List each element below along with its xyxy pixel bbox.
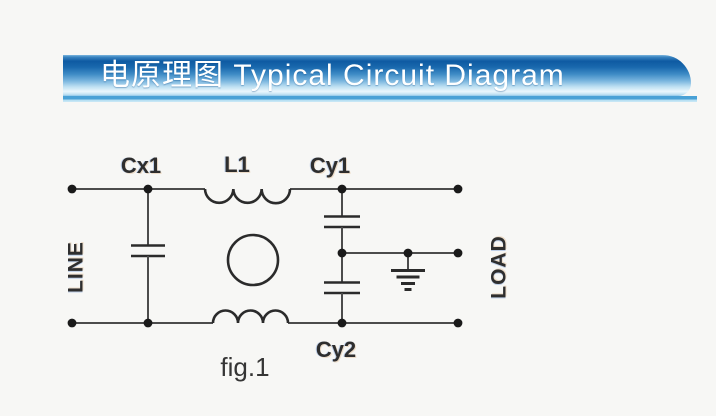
inductor-bottom-winding <box>211 309 290 324</box>
label-cy2: Cy2 <box>316 337 356 362</box>
terminal-dot-load-bottom <box>453 318 463 328</box>
capacitor-cy1 <box>324 189 360 253</box>
figure-caption: fig.1 <box>220 352 269 382</box>
junction-dot <box>403 248 413 258</box>
ground-symbol <box>391 253 425 291</box>
capacitor-cx1 <box>131 189 165 323</box>
junction-dot <box>337 248 347 258</box>
line-label: LINE <box>65 241 88 293</box>
load-label: LOAD <box>488 235 511 299</box>
terminal-dot-line-top <box>67 184 77 194</box>
junction-dot <box>143 184 153 194</box>
label-l1: L1 <box>224 152 250 177</box>
inductor-l1-top-winding <box>203 188 292 205</box>
toroid-core-circle <box>226 233 280 287</box>
header-underline <box>63 96 697 102</box>
junction-dot <box>337 318 347 328</box>
terminal-dot-load-middle <box>453 248 463 258</box>
header-banner: 电原理图 Typical Circuit Diagram <box>63 55 691 96</box>
junction-dot <box>143 318 153 328</box>
header-title: 电原理图 Typical Circuit Diagram <box>100 59 565 92</box>
terminal-dot-line-bottom <box>67 318 77 328</box>
junction-dot <box>337 184 347 194</box>
terminal-dot-load-top <box>453 184 463 194</box>
label-cx1: Cx1 <box>121 153 161 178</box>
capacitor-cy2 <box>324 253 360 323</box>
label-cy1: Cy1 <box>310 153 350 178</box>
